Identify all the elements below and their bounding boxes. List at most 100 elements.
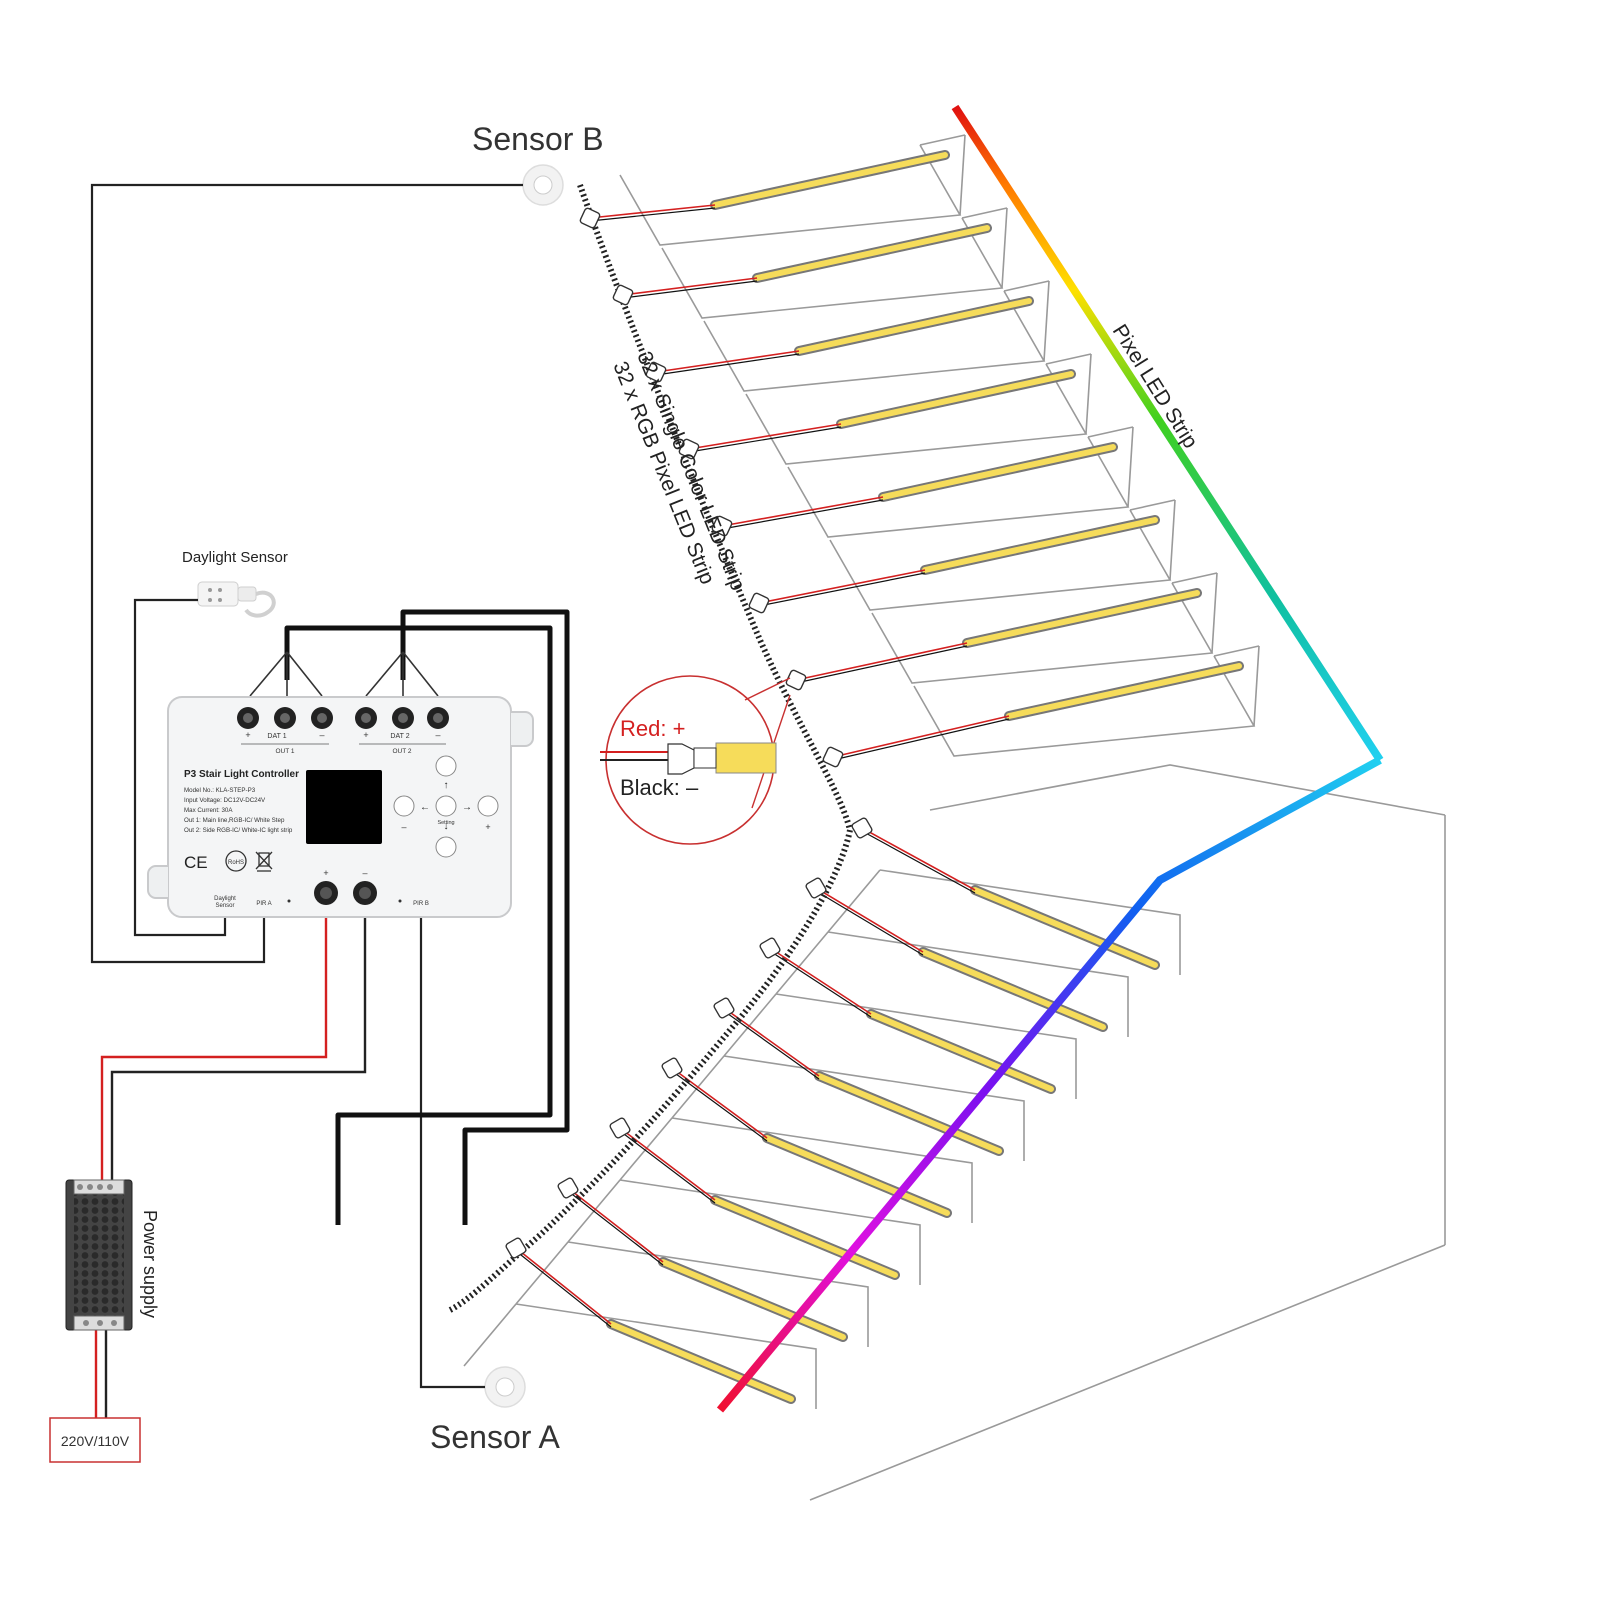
- led-strip-glow: [796, 298, 1032, 354]
- pir-b-port-label: PIR B: [413, 901, 429, 907]
- feeder-red: [619, 1127, 716, 1201]
- strip-connector: [505, 1237, 527, 1259]
- led-strip-glow: [712, 1197, 898, 1278]
- button-up[interactable]: [435, 755, 457, 777]
- terminal-screw-head: [317, 713, 327, 723]
- terminal-plus-2: +: [363, 730, 368, 740]
- lower-stair-nose: [515, 1241, 569, 1305]
- feeder-black: [688, 426, 842, 453]
- feeder-black: [815, 890, 924, 956]
- button-left[interactable]: [393, 795, 415, 817]
- feeder-black: [832, 718, 1010, 761]
- stair-riser: [1001, 207, 1008, 289]
- stair-riser-edge: [961, 207, 1008, 219]
- arrow-right-icon: →: [462, 802, 472, 813]
- stair-riser-edge: [1087, 426, 1134, 438]
- feeder-red: [861, 827, 976, 891]
- stair-riser-edge: [1045, 353, 1092, 365]
- button-setting[interactable]: [435, 795, 457, 817]
- feeder-red: [515, 1247, 612, 1325]
- lower-stair-tread: [775, 993, 1077, 1099]
- terminal-screw-head: [398, 713, 408, 723]
- controller-spec-3: Out 1: Main line,RGB-IC/ White Step: [184, 817, 285, 824]
- led-strip-glow: [764, 1135, 950, 1216]
- strip-connector: [557, 1177, 579, 1199]
- stair-tread: [661, 217, 1004, 319]
- mains-label: 220V/110V: [61, 1433, 130, 1449]
- lower-stair-steps: [463, 869, 1181, 1409]
- stair-riser-edge: [919, 134, 966, 146]
- led-strip-segment: [715, 742, 777, 774]
- feeder-red: [769, 947, 872, 1015]
- strip-connector: [805, 877, 827, 899]
- setting-label: Setting: [437, 820, 454, 826]
- mains-box: 220V/110V: [49, 1417, 141, 1463]
- feeder-red: [688, 423, 842, 450]
- lower-stair-nose: [775, 931, 829, 995]
- p3-stair-light-controller[interactable]: DAT 1 DAT 2 + – + – OUT 1 OUT 2 P3 Stair…: [147, 696, 534, 918]
- dat2-label: DAT 2: [390, 733, 409, 740]
- feeder-black: [671, 1070, 768, 1142]
- sensor-a[interactable]: [484, 1366, 526, 1408]
- out2-label: OUT 2: [392, 748, 411, 755]
- feeder-black: [721, 499, 884, 530]
- stair-tread: [829, 509, 1172, 611]
- stair-tread: [787, 436, 1130, 538]
- out1-label: OUT 1: [275, 748, 294, 755]
- black-wire-label: Black: –: [620, 775, 699, 800]
- lower-stair-nose: [827, 869, 881, 933]
- stair-riser: [1253, 645, 1260, 727]
- terminal-screw-head: [243, 713, 253, 723]
- led-strip-glow: [1006, 663, 1242, 719]
- stair-riser: [959, 134, 966, 216]
- lower-stair-tread: [567, 1241, 869, 1347]
- feeder-black: [619, 1130, 716, 1204]
- strip-connector: [822, 746, 844, 768]
- feeder-red: [721, 496, 884, 527]
- output-cables: [284, 609, 570, 1225]
- arrow-up-icon: ↑: [444, 780, 449, 791]
- feeder-red: [815, 887, 924, 953]
- terminal-screw-head: [280, 713, 290, 723]
- feeder-red: [758, 569, 926, 604]
- feeder-black: [515, 1250, 612, 1328]
- strip-connector: [678, 438, 700, 460]
- lower-stair-flight: [809, 764, 1446, 1501]
- led-strip-glow: [922, 517, 1158, 573]
- strip-connector: [759, 937, 781, 959]
- button-minus-label: –: [401, 822, 406, 832]
- feeder-black: [758, 572, 926, 607]
- strip-connector: [612, 284, 634, 306]
- strip-feeder-wires: [515, 204, 1010, 1328]
- terminal-screw-head: [433, 713, 443, 723]
- sensor-b-label: Sensor B: [472, 121, 604, 157]
- button-down[interactable]: [435, 836, 457, 858]
- strip-connectors: [505, 207, 873, 1259]
- arrow-left-icon: ←: [420, 802, 430, 813]
- pixel-strip-label: Pixel LED Strip: [1108, 320, 1202, 452]
- terminal-minus-2: –: [435, 730, 440, 740]
- feeder-red: [567, 1187, 664, 1263]
- power-wires: [94, 910, 367, 1418]
- dat1-label: DAT 1: [267, 733, 286, 740]
- terminal-minus-1: –: [319, 730, 324, 740]
- controller-spec-0: Model No.: KLA-STEP-P3: [184, 787, 256, 794]
- stair-tread: [745, 363, 1088, 465]
- controller-spec-2: Max Current: 30A: [184, 807, 233, 814]
- strip-connector: [711, 515, 733, 537]
- daylight-sensor[interactable]: [197, 581, 276, 618]
- power-terminals: [314, 881, 377, 905]
- button-right[interactable]: [477, 795, 499, 817]
- power-supply[interactable]: [65, 1179, 133, 1331]
- terminal-screw-head: [361, 713, 371, 723]
- stair-tread: [913, 655, 1256, 757]
- sensor-b[interactable]: [522, 164, 564, 206]
- strip-connector: [748, 592, 770, 614]
- feeder-black: [795, 645, 968, 684]
- strip-connector: [661, 1057, 683, 1079]
- power-black-wire: [110, 910, 367, 1180]
- pir-lens-icon: [533, 175, 553, 195]
- lower-stair-tread: [671, 1117, 973, 1223]
